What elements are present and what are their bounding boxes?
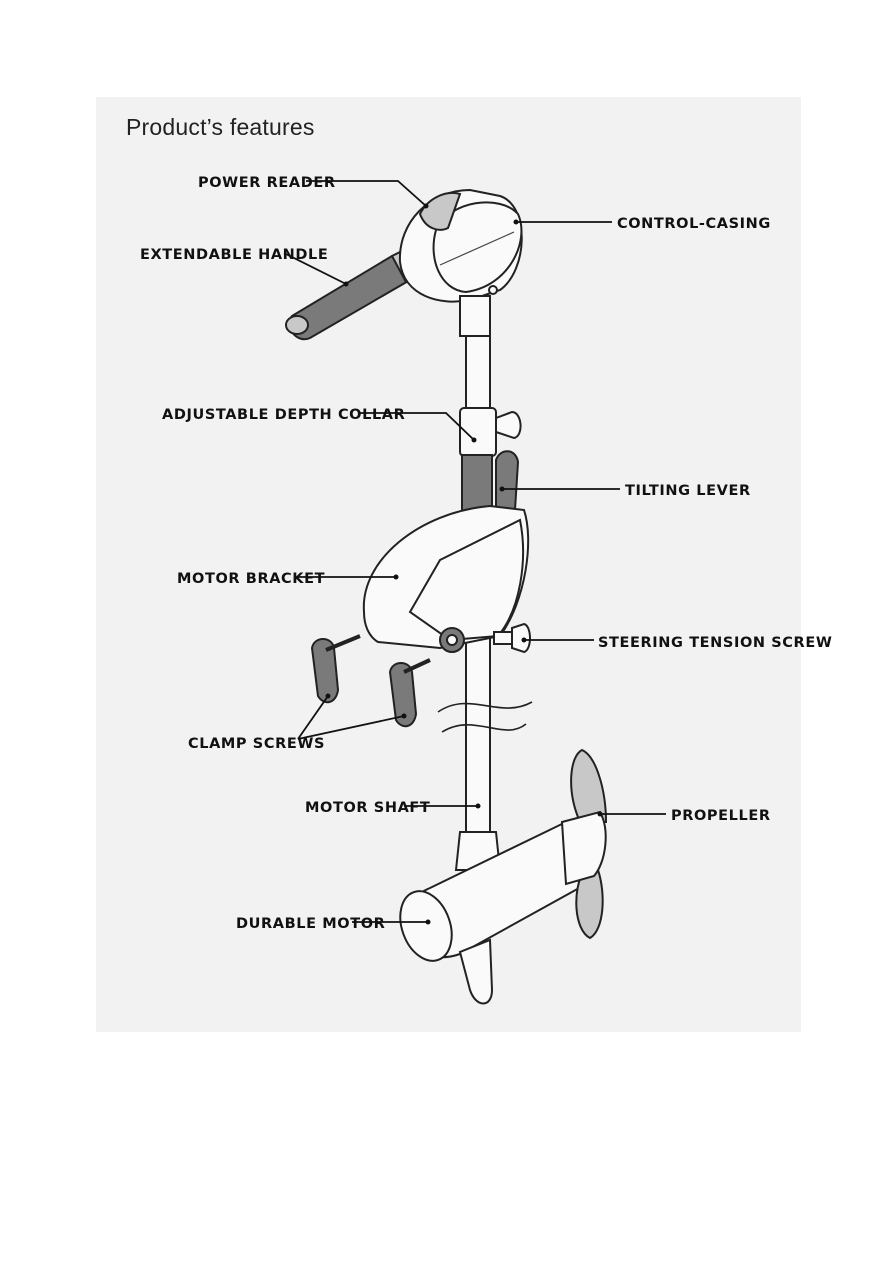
label-power-reader: POWER READER	[198, 175, 336, 191]
motor-illustration	[285, 188, 608, 1005]
label-propeller: PROPELLER	[671, 808, 771, 824]
control-casing	[398, 188, 523, 337]
adjustable-depth-collar	[459, 407, 522, 457]
label-clamp-screws: CLAMP SCREWS	[188, 736, 325, 752]
motor-bracket	[362, 504, 530, 653]
propeller	[560, 748, 608, 940]
clamp-screws	[310, 634, 431, 728]
label-adjustable-depth-collar: ADJUSTABLE DEPTH COLLAR	[162, 407, 405, 423]
label-control-casing: CONTROL-CASING	[617, 216, 771, 232]
callout-labels: POWER READER CONTROL-CASING EXTENDABLE H…	[140, 175, 832, 932]
label-durable-motor: DURABLE MOTOR	[236, 916, 385, 932]
label-tilting-lever: TILTING LEVER	[625, 483, 751, 499]
leader-lines	[283, 180, 666, 925]
label-motor-shaft: MOTOR SHAFT	[305, 800, 430, 816]
page-title: Product’s features	[126, 114, 315, 140]
power-reader-panel	[418, 192, 462, 231]
water-line	[437, 701, 533, 713]
durable-motor	[399, 819, 603, 1005]
label-extendable-handle: EXTENDABLE HANDLE	[140, 247, 328, 263]
label-motor-bracket: MOTOR BRACKET	[177, 571, 325, 587]
steering-tension-screw	[493, 622, 531, 654]
label-steering-tension-screw: STEERING TENSION SCREW	[598, 635, 832, 651]
